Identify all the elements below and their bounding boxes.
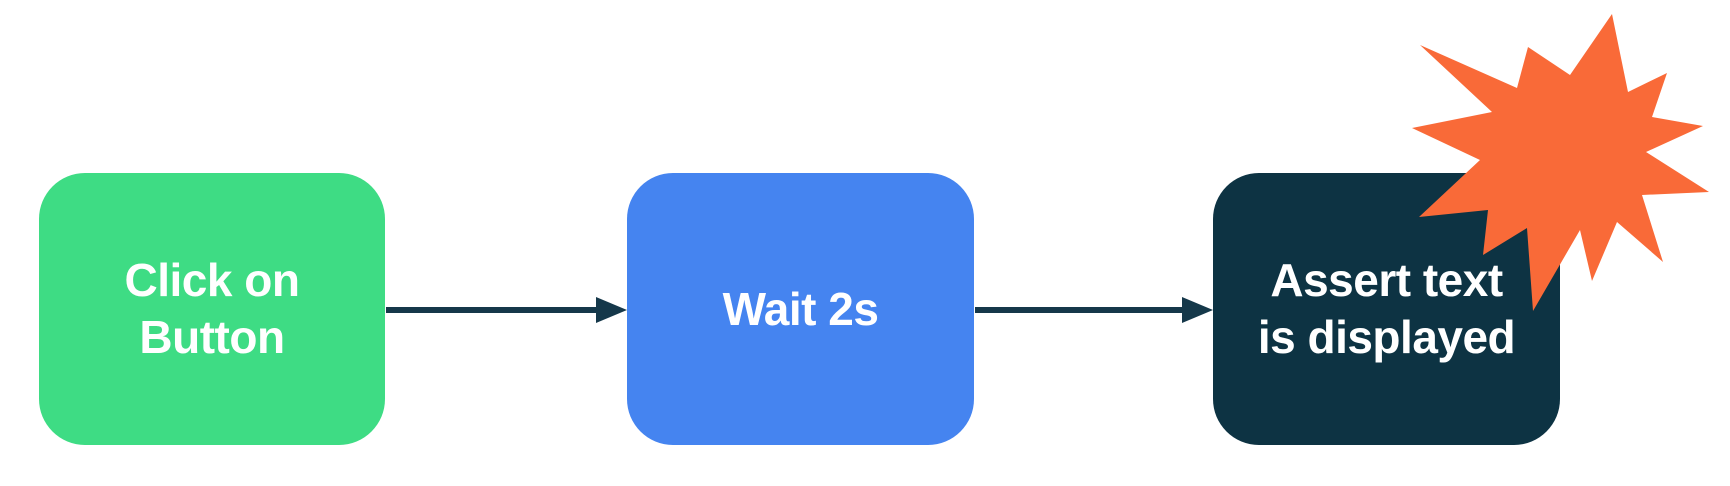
flow-node-wait-2s: Wait 2s [627,173,974,445]
flow-node-click-on-button: Click on Button [39,173,385,445]
arrow-head-icon [1182,297,1213,323]
arrow-head-icon [596,297,627,323]
connector-arrow-1 [386,297,627,323]
flow-node-label: Assert text is displayed [1257,254,1516,363]
flow-node-label: Wait 2s [722,282,879,335]
flow-node-assert-text: Assert text is displayed [1213,173,1560,445]
flow-node-label: Click on Button [124,254,300,363]
connector-arrow-2 [975,297,1213,323]
